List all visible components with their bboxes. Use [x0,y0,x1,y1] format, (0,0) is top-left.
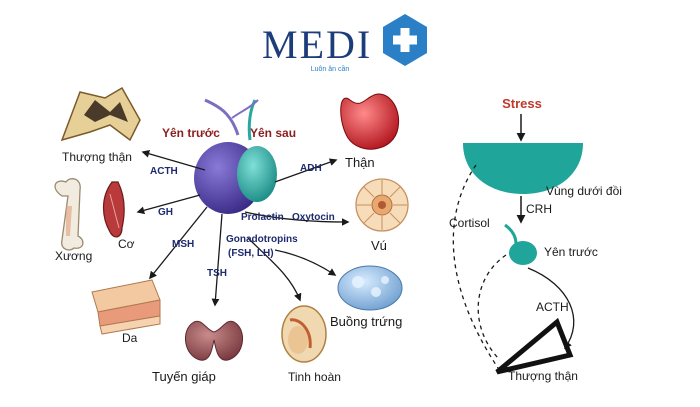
feedback-pituitary [477,254,507,361]
breast-icon [355,178,409,232]
label-thyroid: Tuyến giáp [152,369,216,384]
ovary-icon [337,265,403,311]
brand-tagline: Luôn ân cần [311,64,350,73]
testis-icon [281,305,327,363]
hormone-arrows [136,149,350,307]
label-kidney: Thận [345,155,375,170]
hormone-gonadotropins-sub: (FSH, LH) [228,248,274,259]
anterior-pituitary-label: Yên trước [162,126,220,140]
label-breast: Vú [371,238,387,253]
feedback-hypothalamus [452,164,499,369]
hormone-adh: ADH [300,163,322,174]
arrow-adh [274,158,338,183]
arrow-gonadotropins-ovary [274,249,337,276]
posterior-lobe [237,146,277,202]
label-skin: Da [122,331,138,345]
adrenal-triangle [495,317,574,375]
arrow-prolactin [244,211,350,226]
arrow-gonadotropins-testis [247,237,302,302]
cortisol-label: Cortisol [449,216,490,230]
adrenal-axis-label: Thượng thận [508,369,578,383]
hypothalamus-shape [463,143,583,194]
crh-label: CRH [526,202,552,216]
label-ovary: Buồng trứng [330,314,402,329]
label-testis: Tinh hoàn [288,370,341,384]
hormone-gonadotropins: Gonadotropins [226,234,298,245]
arrow-gh [136,194,201,215]
kidney-icon [340,93,400,150]
adrenal-gland-icon [60,86,141,142]
cross-icon [383,14,427,66]
hormone-gh: GH [158,207,173,218]
arrow-msh [149,206,208,280]
arrow-tsh [211,213,223,307]
pituitary-gland [194,98,277,214]
posterior-pituitary-label: Yên sau [250,126,296,140]
hormone-oxytocin: Oxytocin [292,212,335,223]
brand-logo: MEDI Luôn ân cần [262,14,427,73]
hypothalamus-label: Vùng dưới đồi [546,184,622,198]
arrow-acth [141,149,206,171]
arrow-acth-axis [527,267,575,350]
thyroid-icon [185,320,243,361]
anterior-pituitary-shape [504,223,537,265]
acth-axis-label: ACTH [536,300,569,314]
hormone-msh: MSH [172,239,194,250]
stress-label: Stress [502,96,542,111]
hormone-acth: ACTH [150,166,178,177]
muscle-icon [102,181,125,238]
bone-icon [54,178,84,251]
hpa-axis: Stress Vùng dưới đồi CRH Yên trước Corti… [449,96,622,383]
anterior-pituitary-axis-label: Yên trước [544,245,598,259]
skin-icon [91,279,161,335]
label-muscle: Cơ [118,237,135,251]
label-bone: Xương [55,249,92,263]
hormone-tsh: TSH [207,268,227,279]
label-adrenal: Thượng thận [62,150,132,164]
hormone-prolactin: Prolactin [241,212,284,223]
brand-name: MEDI [262,22,372,67]
